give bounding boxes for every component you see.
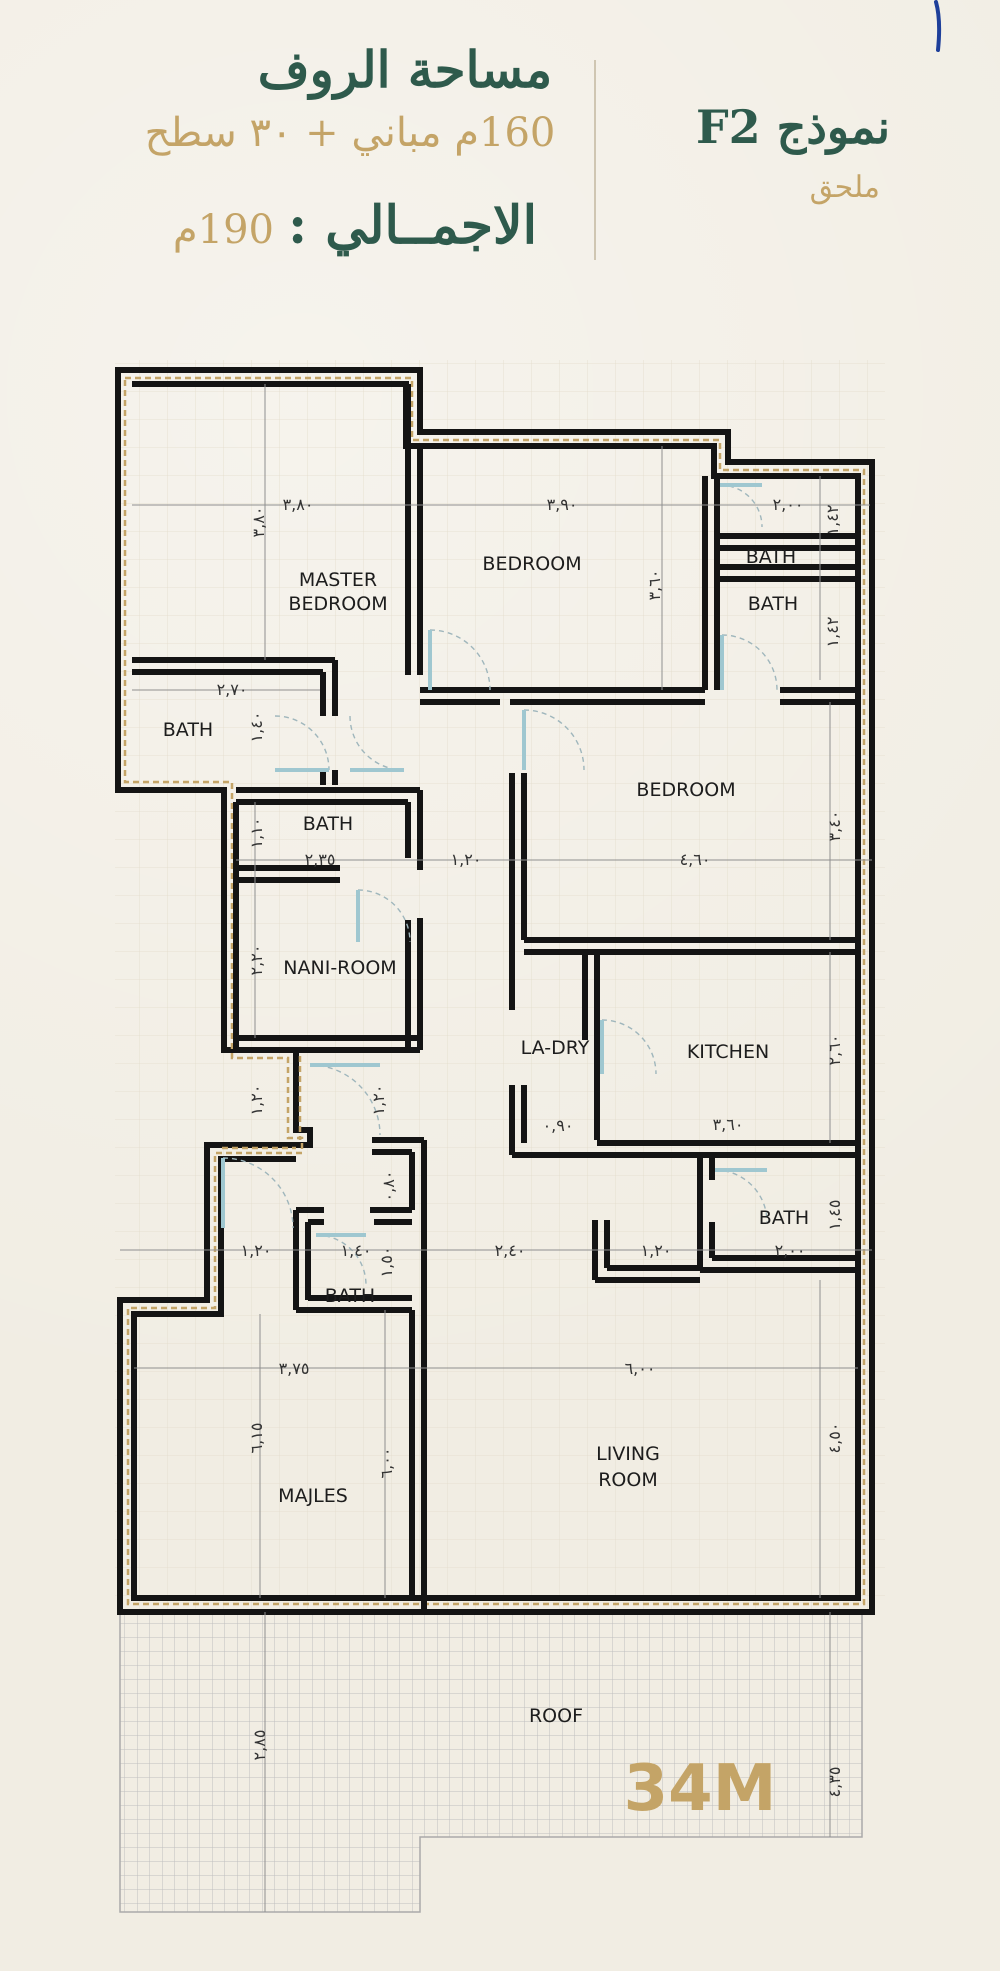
- nani-room-label: NANI-ROOM: [283, 957, 396, 979]
- dim-kitchen-height: ٢,٦٠: [825, 1035, 844, 1066]
- total-value: 190م: [172, 207, 274, 253]
- living-room-label: LIVING: [596, 1443, 660, 1465]
- area-breakdown: 160م مباني + ٣٠ سطح: [144, 110, 556, 156]
- outer-wall: [115, 367, 875, 1615]
- dim-passage-left-2: ١,٢٠: [369, 1085, 388, 1116]
- master-bedroom-label: MASTER: [299, 569, 377, 591]
- living-room-label-2: ROOM: [598, 1469, 658, 1491]
- dim-laundry-width: ٠,٩٠: [543, 1116, 574, 1135]
- master-bedroom-label-2: BEDROOM: [288, 593, 387, 615]
- model-label: نموذج F2: [695, 100, 890, 154]
- bath-nani-label: BATH: [303, 813, 353, 835]
- majles-label: MAJLES: [278, 1485, 348, 1507]
- dim-kitchen-width: ٣,٦٠: [713, 1115, 744, 1134]
- dim-corridor-right-width: ١,٢٠: [641, 1241, 672, 1260]
- dim-bath-master-height: ١,٤٠: [247, 712, 266, 743]
- dim-roof-depth-right: ٤,٣٥: [825, 1767, 844, 1798]
- dim-bath-small-height: ١,٥٠: [377, 1247, 396, 1278]
- bath-top-right-1-label: BATH: [746, 546, 796, 568]
- bath-top-right-2-label: BATH: [748, 593, 798, 615]
- dim-roof-depth-left: ٢,٨٥: [250, 1730, 269, 1761]
- dim-bath-nani-width: ٢,٣٥: [305, 850, 336, 869]
- dim-majles-height-2: ٦,٠٠: [377, 1448, 396, 1479]
- roof-area-title: مساحة الروف: [257, 40, 553, 99]
- bath-right-mid-label: BATH: [759, 1207, 809, 1229]
- roof-label: ROOF: [529, 1705, 583, 1727]
- dim-bath-right-height: ١,٤٥: [825, 1200, 844, 1231]
- laundry-label: LA-DRY: [521, 1037, 590, 1059]
- dim-bedroom-mid-width: ٤,٦٠: [680, 850, 711, 869]
- dim-entry-depth: ٠,٨٠: [379, 1171, 398, 1202]
- dim-bath-small-width: ١,٤٠: [341, 1241, 372, 1260]
- dimension-lines: [120, 384, 872, 1912]
- dim-master-height: ٣,٨٠: [249, 507, 268, 538]
- dim-bedroom-top-height: ٣,٦٠: [645, 570, 664, 601]
- dim-bath-tr1-height: ١,٤٢: [823, 505, 842, 536]
- dim-bath-tr1-width: ٢,٠٠: [773, 495, 804, 514]
- header-divider: [594, 60, 596, 260]
- corner-mark-icon: [934, 0, 942, 52]
- total-label: الاجمــالي :: [288, 195, 538, 256]
- bath-small-label: BATH: [325, 1285, 375, 1307]
- dim-nani-room-height: ٢,٢٠: [247, 945, 266, 976]
- dim-passage-left-1: ١,٢٠: [247, 1085, 266, 1116]
- dim-entry-width: ١,٢٠: [241, 1241, 272, 1260]
- bedroom-top-label: BEDROOM: [482, 553, 581, 575]
- kitchen-label: KITCHEN: [687, 1041, 769, 1063]
- dim-majles-height-1: ٦,١٥: [247, 1423, 266, 1454]
- bath-master-label: BATH: [163, 719, 213, 741]
- dim-majles-width: ٣,٧٥: [279, 1359, 310, 1378]
- dim-bath-master-width: ٢,٧٠: [217, 680, 248, 699]
- dim-living-height: ٤,٥٠: [825, 1423, 844, 1454]
- annex-label: ملحق: [809, 170, 880, 205]
- total-length-label: 34M: [624, 1752, 777, 1826]
- dim-bath-right-width: ٢,٠٠: [775, 1241, 806, 1260]
- dim-bath-nani-height: ١,١٠: [247, 818, 266, 849]
- dim-bedroom-top-width: ٣,٩٠: [547, 495, 578, 514]
- dim-master-width: ٣,٨٠: [283, 495, 314, 514]
- bedroom-mid-label: BEDROOM: [636, 779, 735, 801]
- interior-walls: [132, 384, 858, 1612]
- outer-wall-inner-line: [123, 376, 866, 1606]
- dim-corridor-width: ١,٢٠: [451, 850, 482, 869]
- dim-bedroom-mid-height: ٣,٤٠: [825, 811, 844, 842]
- total-area-row: الاجمــالي : 190م: [130, 195, 580, 256]
- dim-living-width: ٦,٠٠: [625, 1359, 656, 1378]
- dim-bath-tr2-height: ١,٤٢: [823, 617, 842, 648]
- dim-hall-width: ٢,٤٠: [495, 1241, 526, 1260]
